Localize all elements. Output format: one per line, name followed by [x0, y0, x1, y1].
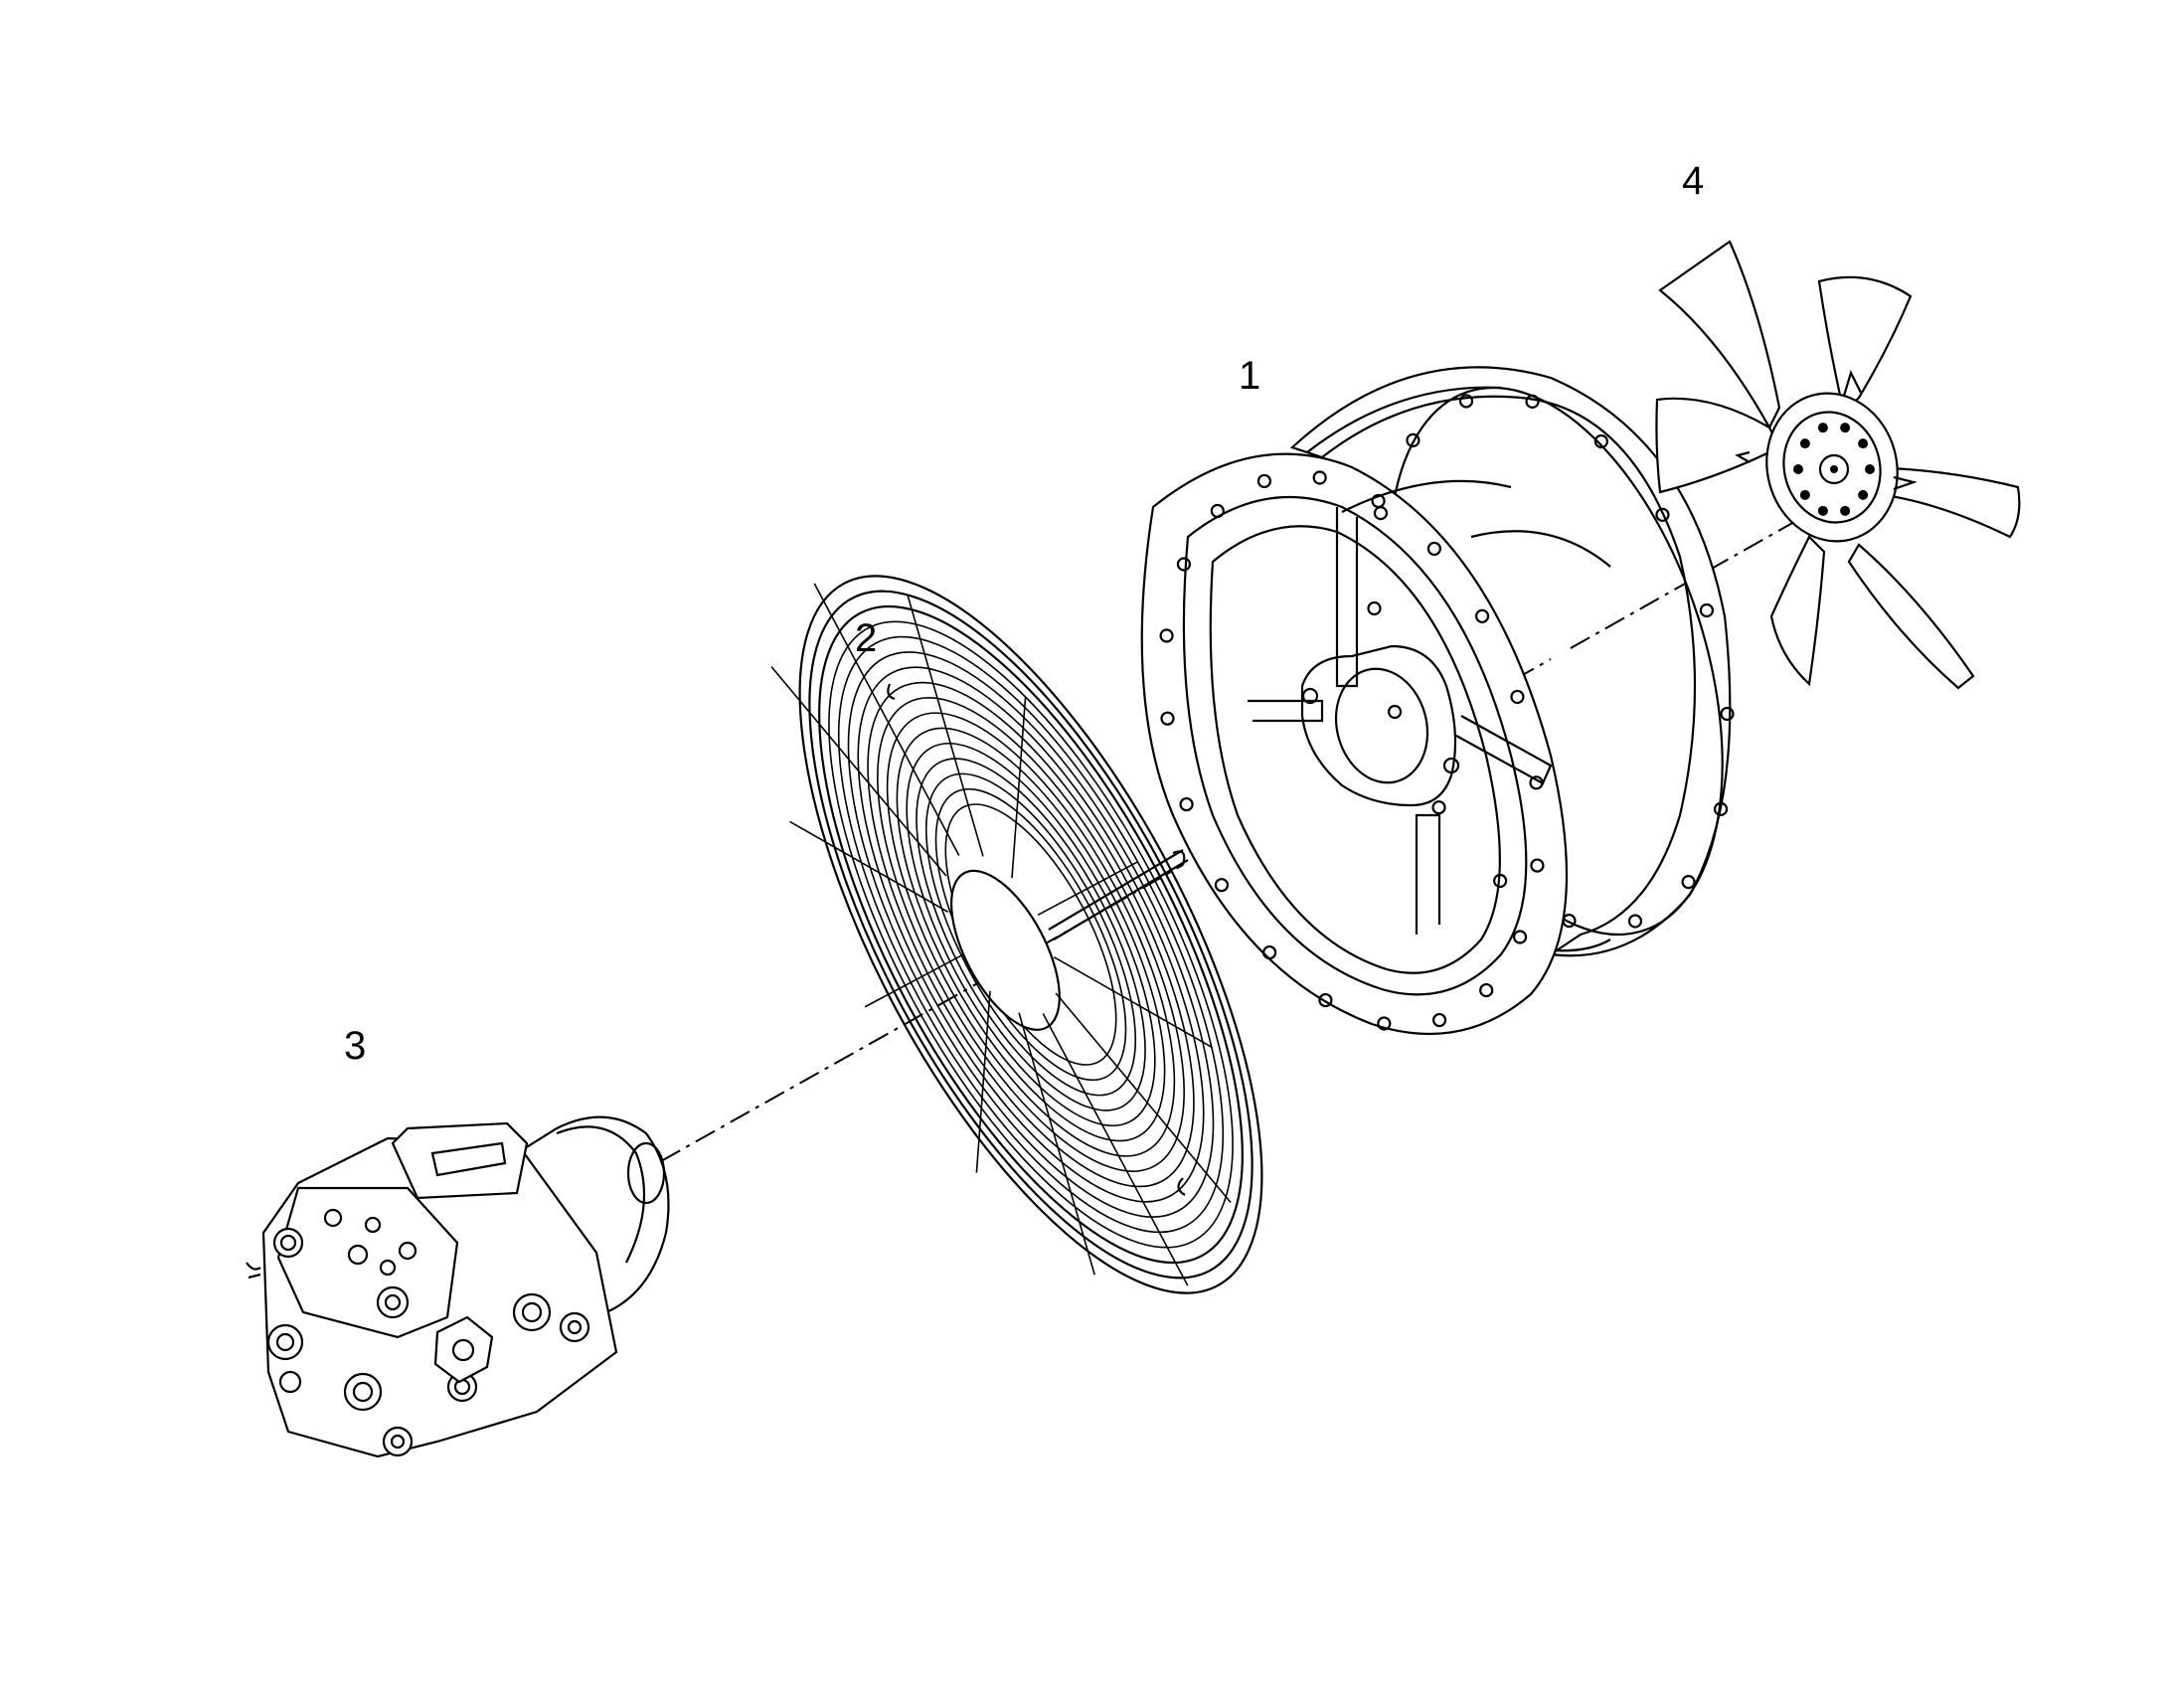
guard-ring: [916, 758, 1146, 1111]
guard-ring: [924, 772, 1137, 1097]
callout-motor: 3: [344, 1024, 367, 1068]
bolt-hole: [1387, 704, 1403, 720]
bolt-hole: [1176, 557, 1192, 572]
bolt-hole: [1699, 602, 1715, 618]
bolt-hole: [1426, 541, 1441, 557]
bolt-hole: [1458, 394, 1474, 409]
guard-spoke: [1011, 696, 1027, 879]
guard-spoke: [1018, 1012, 1095, 1276]
callout-fan: 4: [1682, 159, 1705, 203]
callout-housing: 1: [1239, 354, 1261, 398]
bolt-hole: [1262, 944, 1277, 960]
bolt-hole: [1312, 470, 1327, 485]
bolt-hole: [1373, 506, 1389, 521]
bolt-hole: [1713, 801, 1729, 816]
guard-spoke: [813, 583, 960, 856]
bolt-hole: [1525, 394, 1540, 409]
bolt-hole: [1406, 432, 1421, 447]
hub-dot: [1793, 464, 1803, 474]
hub-dot: [1858, 438, 1869, 449]
bolt-hole: [1530, 858, 1545, 873]
front-flange-holes: [1159, 470, 1545, 1031]
fan-impeller: [1655, 240, 2021, 690]
guard-spoke: [907, 594, 984, 857]
guard-spoke: [1037, 861, 1138, 916]
wire-guard: [770, 575, 1263, 1294]
bolt-hole: [1474, 608, 1490, 623]
guard-spokes: [770, 583, 1232, 1286]
guard-ring: [798, 575, 1263, 1294]
bolt-hole: [1627, 914, 1643, 929]
guard-spoke: [975, 990, 991, 1173]
guard-ring: [837, 635, 1225, 1234]
callout-guard: 2: [855, 616, 878, 660]
guard-center-opening: [949, 869, 1061, 1031]
bolt-hole: [1510, 689, 1525, 705]
fan-housing: [1140, 366, 1735, 1036]
bolt-hole: [1431, 1012, 1447, 1028]
hub-dot: [1799, 489, 1810, 500]
bolt-hole: [1159, 628, 1174, 643]
bolt-hole: [1431, 800, 1446, 815]
hub-dot: [1799, 438, 1810, 449]
bolt-hole: [1210, 503, 1225, 519]
bolt-hole: [1256, 473, 1272, 489]
bolt-hole: [1720, 706, 1735, 722]
hub-dot: [1865, 464, 1875, 474]
guard-spoke: [1053, 955, 1213, 1049]
guard-spoke: [1055, 992, 1232, 1203]
hub-bolt-dots: [1793, 423, 1875, 516]
bolt-hole: [1512, 930, 1528, 944]
guard-spoke: [770, 666, 947, 877]
guard-spoke: [1042, 1013, 1189, 1286]
bolt-hole: [1655, 507, 1670, 522]
bolt-hole: [1681, 875, 1696, 890]
bolt-hole: [1562, 914, 1577, 929]
bolt-hole: [1318, 992, 1333, 1008]
bolt-hole: [1214, 878, 1230, 893]
hydraulic-motor: [246, 1115, 670, 1458]
bolt-hole: [1479, 982, 1494, 998]
bolt-hole: [1367, 600, 1382, 616]
bolt-hole: [1377, 1016, 1392, 1031]
hub-dot: [1840, 423, 1851, 433]
hub-dot: [1817, 505, 1828, 516]
guard-ring: [828, 620, 1234, 1249]
bolt-hole: [1493, 873, 1508, 889]
bolt-hole: [1179, 796, 1194, 812]
guard-ring: [818, 604, 1244, 1265]
guard-spoke: [789, 820, 949, 914]
bolt-hole: [1529, 775, 1544, 790]
rear-flange-holes: [1367, 394, 1735, 929]
guard-spoke: [864, 953, 965, 1008]
hub-dot: [1817, 423, 1828, 433]
hub-dot: [1840, 505, 1851, 516]
hub-dot: [1858, 489, 1869, 500]
bolt-hole: [1160, 711, 1175, 726]
guard-ring: [808, 590, 1254, 1280]
bolt-hole: [1593, 433, 1608, 449]
